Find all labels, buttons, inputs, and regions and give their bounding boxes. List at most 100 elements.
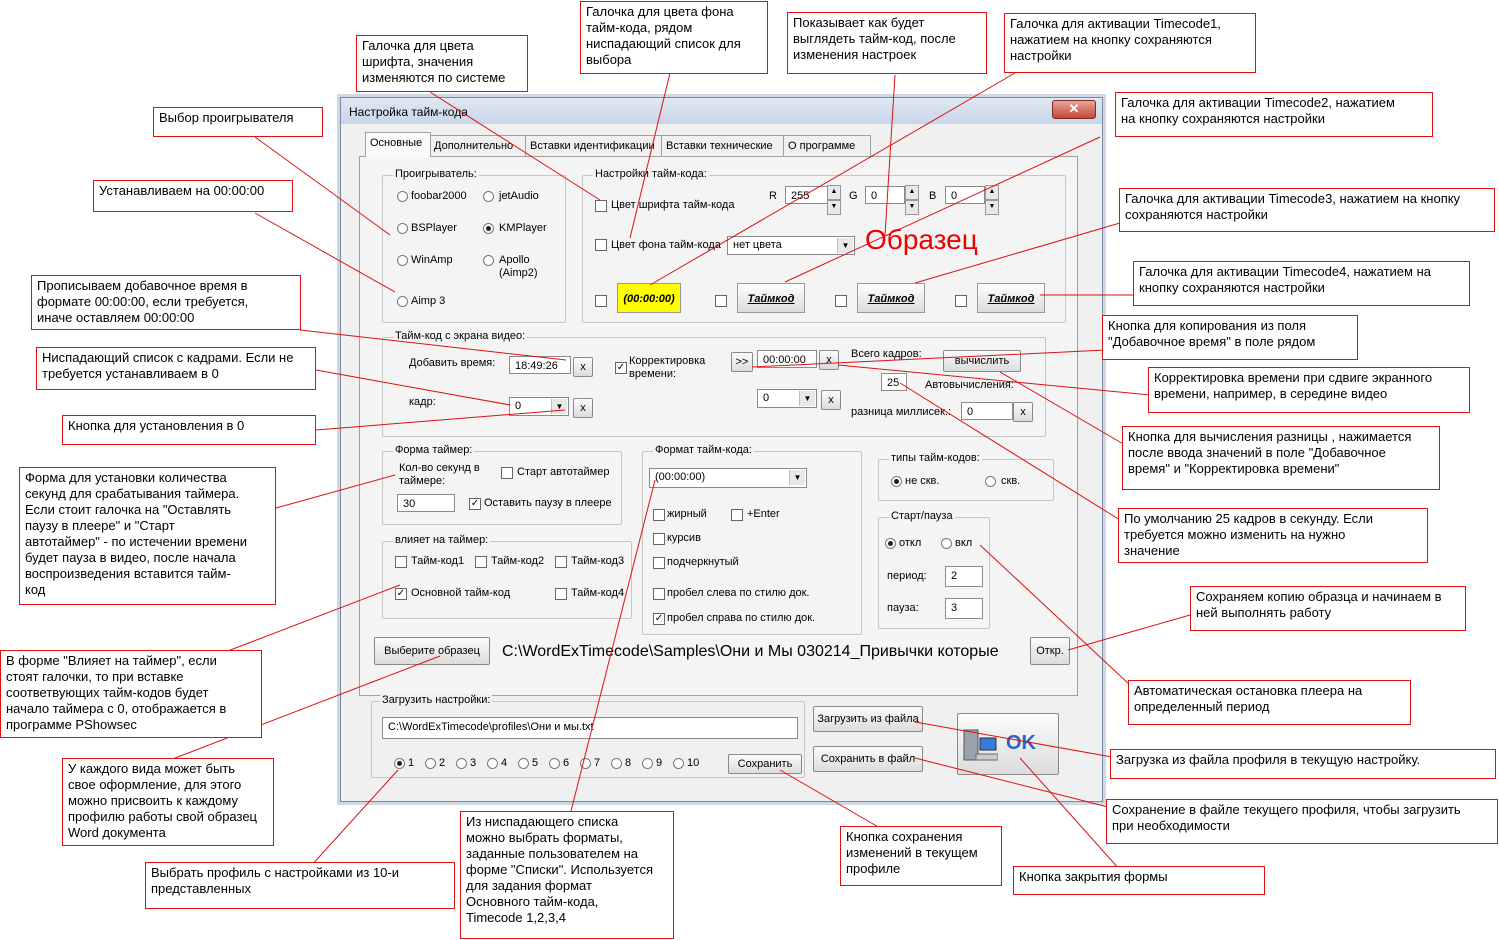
copy-time-button[interactable]: >>	[731, 352, 753, 372]
tc4-button[interactable]: Таймкод	[977, 283, 1045, 313]
timer-seconds-input[interactable]: 30	[397, 494, 455, 512]
title-bar: Настройка тайм-кода ✕	[341, 98, 1102, 124]
total-frames-input[interactable]: 25	[881, 373, 907, 391]
font-color-label: Цвет шрифта тайм-кода	[611, 199, 735, 211]
tc3-checkbox[interactable]	[835, 295, 847, 307]
choose-sample-button[interactable]: Выберите образец	[374, 637, 490, 665]
profile-radio-3[interactable]	[456, 758, 467, 769]
format-select[interactable]: (00:00:00) ▼	[649, 468, 807, 488]
tc1-checkbox[interactable]	[595, 295, 607, 307]
space-left-checkbox[interactable]	[653, 588, 665, 600]
profile-radio-8[interactable]	[611, 758, 622, 769]
bg-color-select[interactable]: нет цвета ▼	[727, 236, 855, 255]
affect-tc2-checkbox[interactable]	[475, 556, 487, 568]
load-from-file-button[interactable]: Загрузить из файла	[813, 706, 923, 732]
player-radio-bsplayer[interactable]	[397, 223, 408, 234]
annotation-tc2: Галочка для активации Timecode2, нажатие…	[1115, 92, 1433, 137]
close-button[interactable]: ✕	[1052, 100, 1096, 119]
r-spinner[interactable]: ▲▼	[827, 185, 841, 215]
player-radio-winamp[interactable]	[397, 255, 408, 266]
affect-main-checkbox[interactable]: ✓	[395, 588, 407, 600]
auto-calc-select[interactable]: 0 ▼	[757, 389, 817, 408]
tc3-button[interactable]: Таймкод	[857, 283, 925, 313]
auto-calc-clear-button[interactable]: x	[821, 390, 841, 410]
b-spinner[interactable]: ▲▼	[985, 185, 999, 215]
profile-path-input[interactable]: C:\WordExTimecode\profiles\Они и мы.txt	[382, 717, 798, 739]
italic-checkbox[interactable]	[653, 533, 665, 545]
profile-radio-9[interactable]	[642, 758, 653, 769]
keep-pause-checkbox[interactable]: ✓	[469, 498, 481, 510]
calculate-button[interactable]: вычислить	[943, 350, 1021, 372]
b-input[interactable]: 0	[945, 186, 985, 204]
profile-radio-1[interactable]	[394, 758, 405, 769]
player-radio-aimp3[interactable]	[397, 296, 408, 307]
tab-tech-inserts[interactable]: Вставки технические	[661, 135, 791, 156]
load-settings-group: Загрузить настройки: C:\WordExTimecode\p…	[371, 694, 805, 778]
affect-tc4-checkbox[interactable]	[555, 588, 567, 600]
diff-ms-input[interactable]: 0	[961, 402, 1013, 420]
enter-checkbox[interactable]	[731, 509, 743, 521]
space-right-checkbox[interactable]: ✓	[653, 613, 665, 625]
startpause-off-radio[interactable]	[885, 538, 896, 549]
tab-id-inserts[interactable]: Вставки идентификации	[525, 135, 667, 156]
correction-clear-button[interactable]: x	[819, 350, 839, 370]
g-input[interactable]: 0	[865, 186, 905, 204]
r-input[interactable]: 255	[785, 186, 829, 204]
period-label: период:	[887, 570, 927, 582]
player-label-aimp3: Aimp 3	[411, 295, 446, 307]
chevron-down-icon: ▼	[551, 399, 567, 414]
correction-input[interactable]: 00:00:00	[757, 350, 817, 368]
profile-radio-4[interactable]	[487, 758, 498, 769]
tc2-button[interactable]: Таймкод	[737, 283, 805, 313]
annotation-save-profile: Кнопка сохранения изменений в текущем пр…	[840, 826, 1002, 886]
startpause-on-radio[interactable]	[941, 538, 952, 549]
player-radio-kmplayer[interactable]	[483, 223, 494, 234]
period-input[interactable]: 2	[945, 566, 983, 587]
open-sample-button[interactable]: Откр.	[1030, 637, 1070, 665]
autostart-label: Старт автотаймер	[517, 466, 610, 478]
tc1-button[interactable]: (00:00:00)	[617, 283, 681, 313]
affect-tc1-checkbox[interactable]	[395, 556, 407, 568]
tab-about[interactable]: О программе	[783, 135, 871, 156]
player-radio-jetaudio[interactable]	[483, 191, 494, 202]
font-color-checkbox[interactable]	[595, 200, 607, 212]
profile-radio-2[interactable]	[425, 758, 436, 769]
timecode-settings-label: Настройки тайм-кода:	[593, 168, 709, 180]
annotation-bg-color: Галочка для цвета фона тайм-кода, рядом …	[580, 1, 768, 74]
player-radio-foobar[interactable]	[397, 191, 408, 202]
profile-radio-7[interactable]	[580, 758, 591, 769]
tc4-checkbox[interactable]	[955, 295, 967, 307]
pause-input[interactable]: 3	[945, 598, 983, 619]
profile-radio-6[interactable]	[549, 758, 560, 769]
correction-label: Корректировка времени:	[629, 355, 706, 380]
cont-radio[interactable]	[985, 476, 996, 487]
g-label: G	[849, 190, 858, 202]
save-to-file-button[interactable]: Сохранить в файл	[813, 746, 923, 772]
total-frames-label: Всего кадров:	[851, 348, 922, 360]
diff-ms-clear-button[interactable]: x	[1013, 402, 1033, 422]
frame-select[interactable]: 0 ▼	[509, 397, 569, 416]
chevron-down-icon: ▼	[799, 391, 815, 406]
tab-main[interactable]: Основные	[365, 132, 431, 157]
b-label: B	[929, 190, 937, 202]
profile-radio-10[interactable]	[673, 758, 684, 769]
not-cont-radio[interactable]	[891, 476, 902, 487]
tab-additional[interactable]: Дополнительно	[429, 135, 531, 156]
frame-clear-button[interactable]: x	[573, 398, 593, 418]
add-time-clear-button[interactable]: x	[573, 357, 593, 377]
underline-checkbox[interactable]	[653, 557, 665, 569]
bold-checkbox[interactable]	[653, 509, 665, 521]
bg-color-checkbox[interactable]	[595, 239, 607, 251]
r-label: R	[769, 190, 777, 202]
add-time-input[interactable]: 18:49:26	[509, 356, 571, 374]
player-radio-apollo[interactable]	[483, 255, 494, 266]
affect-tc3-checkbox[interactable]	[555, 556, 567, 568]
save-profile-button[interactable]: Сохранить	[728, 754, 802, 774]
g-spinner[interactable]: ▲▼	[905, 185, 919, 215]
profile-radio-5[interactable]	[518, 758, 529, 769]
ok-button[interactable]: OK	[957, 713, 1059, 775]
affect-main-label: Основной тайм-код	[411, 587, 511, 599]
tc2-checkbox[interactable]	[715, 295, 727, 307]
correction-checkbox[interactable]: ✓	[615, 362, 627, 374]
autostart-checkbox[interactable]	[501, 467, 513, 479]
